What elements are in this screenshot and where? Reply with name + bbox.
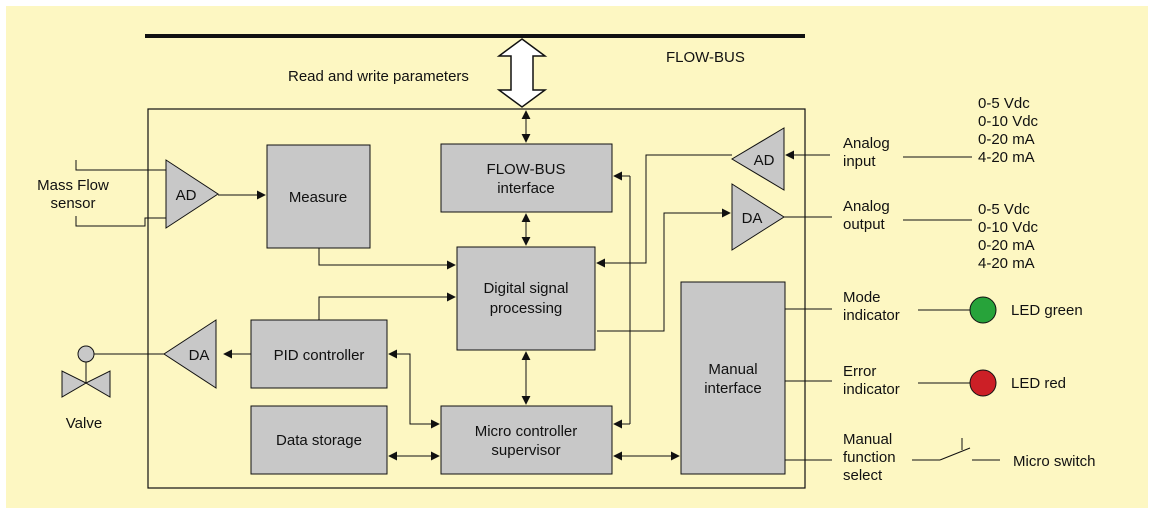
manual-interface-block	[680, 281, 786, 475]
flowbus-interface-line2: interface	[497, 180, 555, 197]
error-label-line1: Error	[843, 363, 876, 380]
output-range-3: 4-20 mA	[978, 255, 1035, 272]
flowbus-label: FLOW-BUS	[666, 49, 745, 66]
led-red-label: LED red	[1011, 375, 1066, 392]
sensor-ad-converter	[165, 159, 219, 229]
manual-select-line2: function	[843, 449, 896, 466]
analog-input-label-line1: Analog	[843, 135, 890, 152]
micro-controller-block	[440, 405, 613, 475]
analog-da-converter	[731, 183, 785, 251]
read-write-label: Read and write parameters	[288, 68, 469, 85]
flowbus-interface-block	[440, 143, 613, 213]
manual-select-line1: Manual	[843, 431, 892, 448]
valve-da-label: DA	[189, 347, 210, 364]
measure-to-dsp-arrow	[318, 248, 456, 270]
dsp-line2: processing	[490, 300, 563, 317]
sensor-label-line2: sensor	[50, 195, 95, 212]
read-write-arrow	[496, 38, 548, 108]
micro-controller-line2: supervisor	[491, 442, 560, 459]
analog-da-label: DA	[742, 210, 763, 227]
pid-controller-label: PID controller	[274, 347, 365, 364]
input-range-1: 0-10 Vdc	[978, 113, 1039, 130]
pid-to-dsp-arrow	[318, 292, 456, 320]
input-range-3: 4-20 mA	[978, 149, 1035, 166]
pid-controller-block	[250, 319, 388, 389]
error-label-line2: indicator	[843, 381, 900, 398]
micro-switch-icon	[912, 438, 1000, 461]
output-range-2: 0-20 mA	[978, 237, 1035, 254]
output-range-0: 0-5 Vdc	[978, 201, 1030, 218]
valve-da-converter	[163, 319, 217, 389]
output-range-1: 0-10 Vdc	[978, 219, 1039, 236]
sensor-ad-label: AD	[176, 187, 197, 204]
dsp-line1: Digital signal	[483, 280, 568, 297]
led-red-icon	[969, 369, 997, 397]
analog-ad-converter	[731, 127, 785, 191]
input-range-2: 0-20 mA	[978, 131, 1035, 148]
analog-ad-label: AD	[754, 152, 775, 169]
valve-icon	[61, 345, 111, 398]
micro-switch-label: Micro switch	[1013, 453, 1096, 470]
manual-interface-line2: interface	[704, 380, 762, 397]
measure-label: Measure	[289, 189, 347, 206]
manual-select-line3: select	[843, 467, 883, 484]
sensor-label-line1: Mass Flow	[37, 177, 109, 194]
flowbus-interface-line1: FLOW-BUS	[487, 161, 566, 178]
analog-output-label-line2: output	[843, 216, 886, 233]
controller-enclosure	[147, 108, 806, 489]
mode-label-line1: Mode	[843, 289, 881, 306]
dsp-to-da-arrow	[597, 208, 731, 332]
data-storage-block	[250, 405, 388, 475]
sensor-wire-bottom	[75, 216, 166, 227]
dsp-block	[456, 246, 596, 351]
micro-controller-line1: Micro controller	[475, 423, 578, 440]
manual-interface-line1: Manual	[708, 361, 757, 378]
analog-output-label-line1: Analog	[843, 198, 890, 215]
led-green-icon	[969, 296, 997, 324]
mode-label-line2: indicator	[843, 307, 900, 324]
analog-input-label-line2: input	[843, 153, 876, 170]
micro-pid-arrow	[388, 349, 440, 429]
measure-block	[266, 144, 371, 249]
data-storage-label: Data storage	[276, 432, 362, 449]
sensor-wire-top	[75, 160, 166, 171]
led-green-label: LED green	[1011, 302, 1083, 319]
analog-in-wire	[630, 154, 732, 264]
valve-label: Valve	[66, 415, 102, 432]
input-range-0: 0-5 Vdc	[978, 95, 1030, 112]
